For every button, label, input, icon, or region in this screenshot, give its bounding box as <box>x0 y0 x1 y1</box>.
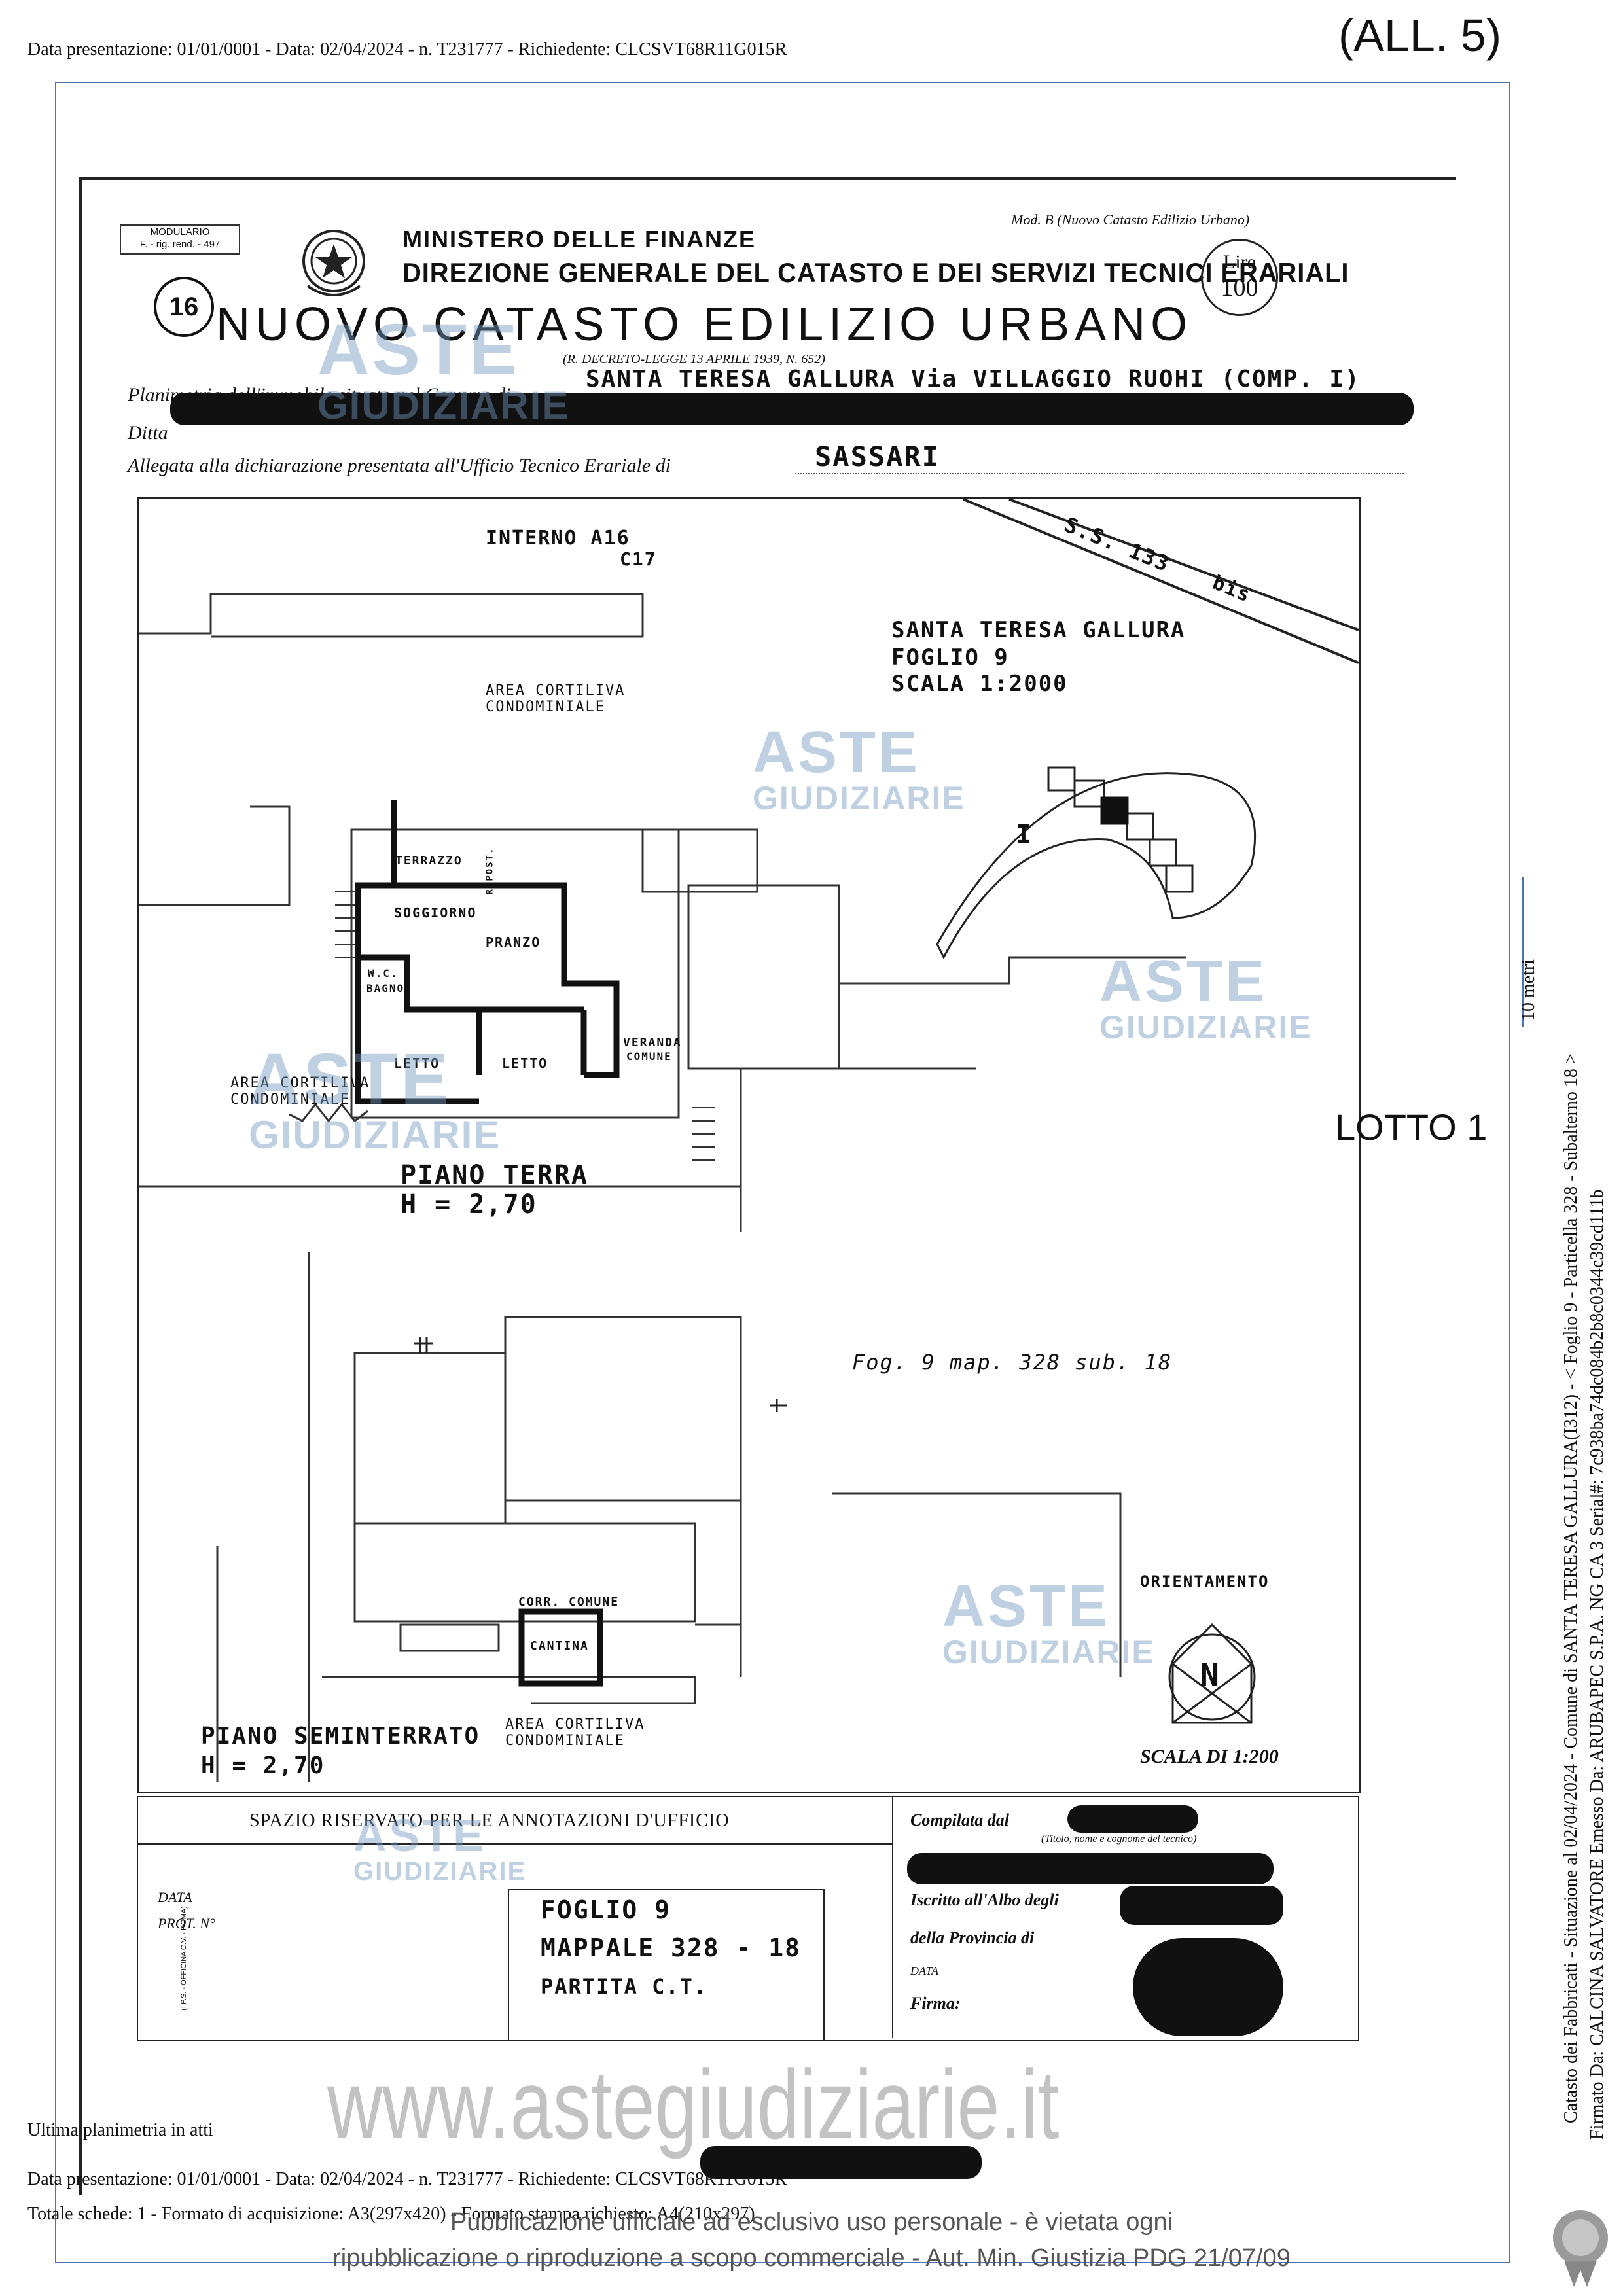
floor-plan-drawing <box>139 499 1359 1782</box>
location-1: SANTA TERESA GALLURA <box>891 617 1186 643</box>
parcel-reference: Fog. 9 map. 328 sub. 18 <box>852 1350 1173 1375</box>
lire-stamp: Lire 100 <box>1201 239 1278 316</box>
terrazzo-label: TERRAZZO <box>395 854 463 868</box>
allegata-label: Allegata alla dichiarazione presentata a… <box>128 455 671 476</box>
comune-label: COMUNE <box>626 1050 672 1063</box>
emblem-icon <box>298 221 370 308</box>
footer-line-2: Totale schede: 1 - Formato di acquisizio… <box>27 2204 755 2224</box>
redaction-footer <box>700 2146 982 2179</box>
letto-2-label: LETTO <box>502 1055 548 1071</box>
scale-label: SCALA DI 1:200 <box>1140 1746 1279 1767</box>
notice-line-1: Pubblicazione ufficiale ad esclusivo uso… <box>450 2208 1173 2236</box>
allegata-value: SASSARI <box>815 440 940 472</box>
interno2-label: C17 <box>620 548 657 570</box>
wc-label: W.C. <box>368 967 399 980</box>
interno-label: INTERNO A16 <box>486 527 630 550</box>
website-watermark: www.astegiudiziarie.it <box>327 2049 1060 2159</box>
redaction-tecnico <box>907 1853 1274 1884</box>
veranda-label: VERANDA <box>623 1036 682 1050</box>
data2-label: DATA <box>910 1964 938 1977</box>
compilata-label: Compilata dal <box>910 1810 1009 1829</box>
page-frame <box>55 82 1510 2263</box>
condominiale-3: CONDOMINIALE <box>505 1733 625 1749</box>
ripostiglio-label: RIPOST. <box>484 847 495 895</box>
annotations-title: SPAZIO RISERVATO PER LE ANNOTAZIONI D'UF… <box>249 1810 730 1831</box>
pranzo-label: PRANZO <box>486 934 541 950</box>
condominiale-1: CONDOMINIALE <box>486 699 605 715</box>
seal-icon <box>1544 2205 1616 2293</box>
mod-label: Mod. B (Nuovo Catasto Edilizio Urbano) <box>1011 211 1250 228</box>
condominiale-2: CONDOMINIALE <box>230 1091 350 1108</box>
piano-terra-label: PIANO TERRA <box>401 1160 588 1190</box>
bagno-label: BAGNO <box>366 982 405 995</box>
location-2: FOGLIO 9 <box>891 645 1009 671</box>
modulario-stamp: MODULARIO F. - rig. rend. - 497 <box>120 224 240 255</box>
scale-bar <box>1522 877 1524 1027</box>
ditta-label: Ditta <box>128 422 168 444</box>
footer-line-1: Data presentazione: 01/01/0001 - Data: 0… <box>27 2169 787 2189</box>
redaction-compilata <box>1067 1805 1198 1833</box>
location-3: SCALA 1:2000 <box>891 671 1068 697</box>
provincia-label: della Provincia di <box>910 1928 1035 1947</box>
foglio-label: FOGLIO 9 <box>541 1896 671 1924</box>
prot-label: PROT. N° <box>158 1915 215 1932</box>
form-title: NUOVO CATASTO EDILIZIO URBANO <box>216 298 1193 351</box>
redaction-ditta <box>170 393 1414 425</box>
scale-bar-label: 10 metri <box>1518 959 1539 1021</box>
scanned-form: MODULARIO F. - rig. rend. - 497 MINISTER… <box>79 177 1456 2195</box>
ministry-name: MINISTERO DELLE FINANZE <box>402 226 756 253</box>
footer-ultima: Ultima planimetria in atti <box>27 2120 213 2140</box>
allegata-line <box>795 473 1404 474</box>
area-cortiliva-3: AREA CORTILIVA <box>505 1716 645 1733</box>
piano-semi-label: PIANO SEMINTERRATO <box>201 1723 480 1750</box>
h-semi-label: H = 2,70 <box>201 1752 325 1779</box>
cantina-label: CANTINA <box>530 1639 589 1653</box>
plan-value: SANTA TERESA GALLURA Via VILLAGGIO RUOHI… <box>586 366 1361 393</box>
h-terra-label: H = 2,70 <box>401 1190 537 1220</box>
annotations-box: SPAZIO RISERVATO PER LE ANNOTAZIONI D'UF… <box>137 1796 1359 2041</box>
decree-label: (R. DECRETO-LEGGE 13 APRILE 1939, N. 652… <box>563 352 825 366</box>
header-line: Data presentazione: 01/01/0001 - Data: 0… <box>27 39 787 60</box>
letto-1-label: LETTO <box>394 1055 440 1071</box>
lotto-label: LOTTO 1 <box>1335 1106 1488 1148</box>
firma-label: Firma: <box>910 1994 961 2013</box>
printer-label: (I.P.S. - OFFICINA C.V. - ROMA) <box>179 1906 188 2011</box>
site-label: I <box>1016 820 1033 850</box>
redaction-signature <box>1133 1938 1283 2036</box>
attachment-label: (ALL. 5) <box>1338 10 1501 61</box>
orientamento-label: ORIENTAMENTO <box>1140 1572 1270 1591</box>
mappale-label: MAPPALE 328 - 18 <box>541 1934 802 1962</box>
north-label: N <box>1200 1657 1221 1694</box>
titolo-label: (Titolo, nome e cognome del tecnico) <box>1041 1833 1197 1845</box>
plan-box: INTERNO A16 C17 S.S. 133 bis SANTA TERES… <box>137 497 1361 1793</box>
area-cortiliva-2: AREA CORTILIVA <box>230 1075 370 1091</box>
side-text-1: Catasto dei Fabbricati - Situazione al 0… <box>1561 1053 1581 2123</box>
side-text-2: Firmato Da: CALCINA SALVATORE Emesso Da:… <box>1587 1189 1607 2140</box>
partita-label: PARTITA C.T. <box>541 1974 708 1999</box>
soggiorno-label: SOGGIORNO <box>394 905 477 921</box>
sheet-number: 16 <box>154 277 214 337</box>
redaction-albo <box>1120 1886 1283 1925</box>
notice-line-2: ripubblicazione o riproduzione a scopo c… <box>332 2244 1291 2272</box>
direction-name: DIREZIONE GENERALE DEL CATASTO E DEI SER… <box>402 257 1349 288</box>
data-label: DATA <box>158 1889 192 1905</box>
corr-comune-label: CORR. COMUNE <box>518 1595 620 1609</box>
area-cortiliva-1: AREA CORTILIVA <box>486 682 626 699</box>
iscritto-label: Iscritto all'Albo degli <box>910 1890 1059 1909</box>
